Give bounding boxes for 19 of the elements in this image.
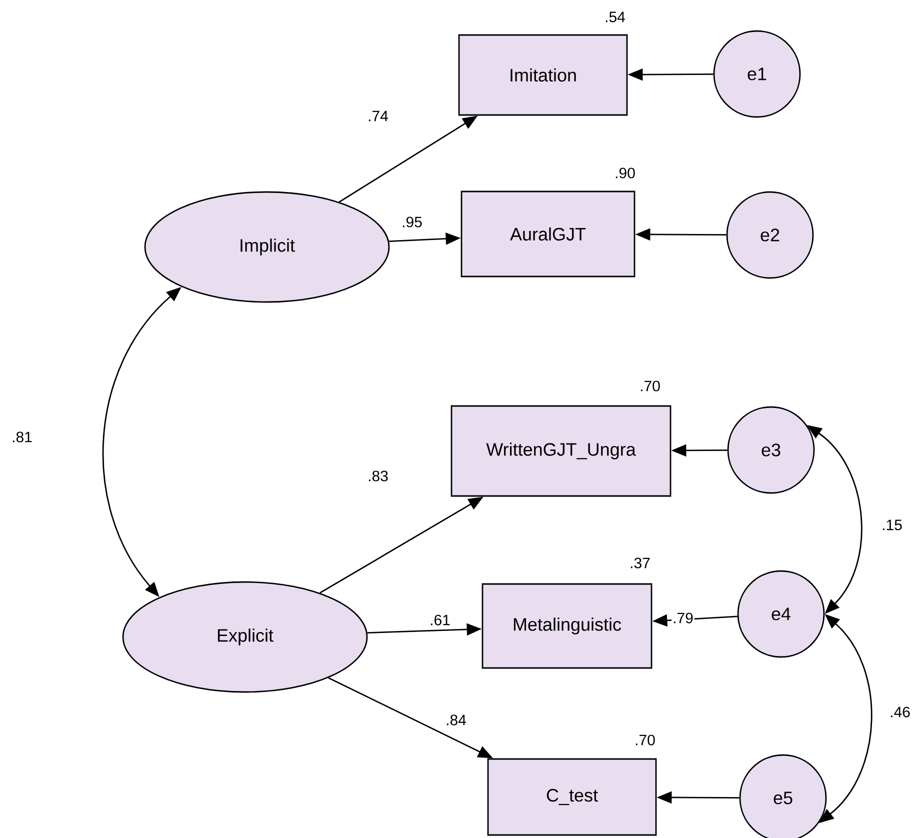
edge-label: .15 [880, 518, 904, 532]
value-label: .70 [636, 734, 655, 746]
edge-label: .46 [888, 706, 912, 718]
observed-box: Metalinguistic [482, 583, 652, 669]
edge-label: .83 [366, 470, 390, 482]
edge-label: .95 [400, 216, 424, 228]
edge-label: .81 [10, 430, 34, 444]
edge-label: .74 [366, 110, 390, 122]
observed-box: C_test [487, 758, 657, 836]
edge-label: .61 [428, 614, 452, 626]
value-label: .37 [630, 558, 650, 568]
observed-box: WrittenGJT_Ungra [450, 405, 672, 497]
edge-label: .79 [672, 612, 694, 624]
observed-box: Imitation [458, 34, 628, 116]
value-label: .70 [640, 380, 660, 392]
edge-label: .84 [444, 714, 468, 726]
value-label: .90 [616, 168, 635, 178]
observed-box: AuralGJT [460, 190, 636, 278]
value-label: .54 [606, 12, 625, 22]
